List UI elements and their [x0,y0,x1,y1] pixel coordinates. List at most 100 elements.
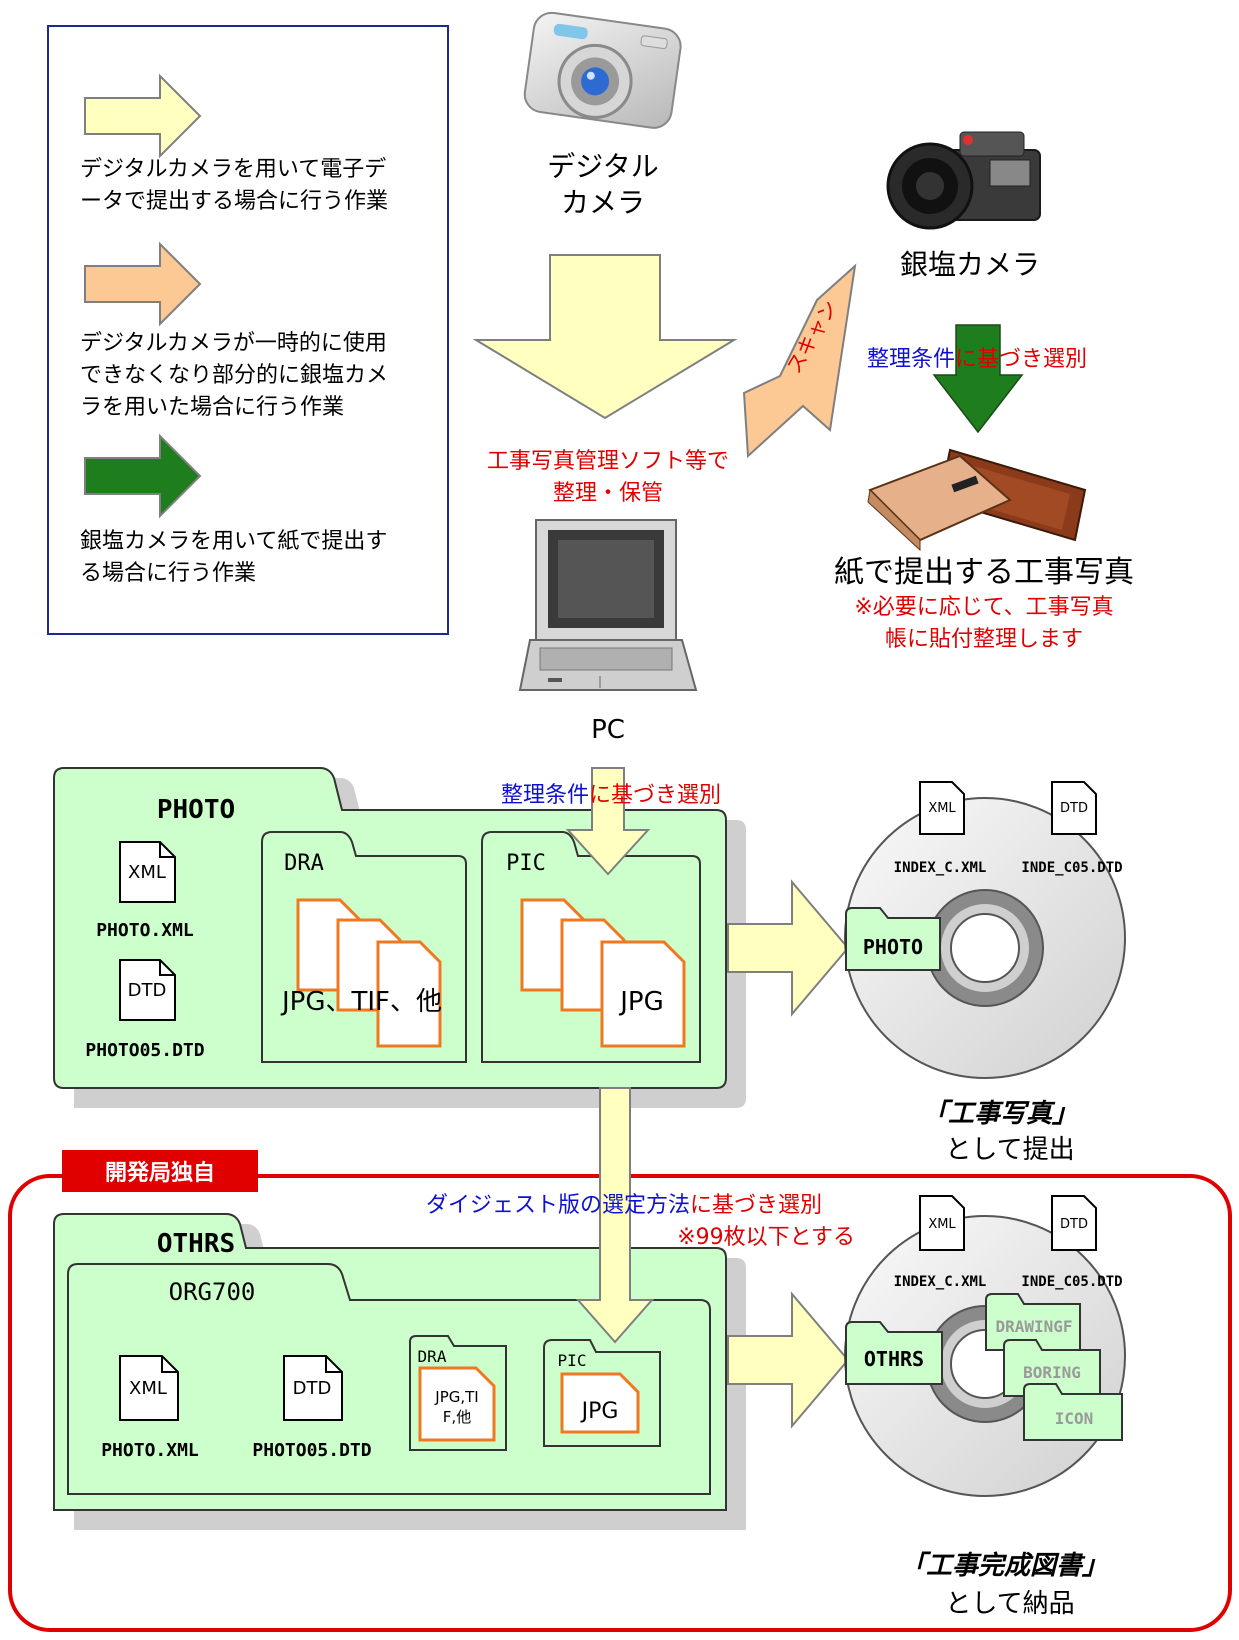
digital-to-pc-arrow-icon [472,254,738,420]
legend-text-line1: デジタルカメラを用いて電子デ [80,157,386,182]
pc-label: PC [591,715,625,745]
org-pic-folder-label: PIC [558,1351,587,1370]
film-to-paper-arrow-icon [932,324,1024,434]
dev-bureau-badge-label: 開発局独自 [105,1160,215,1186]
legend-text-line1: デジタルカメラが一時的に使用 [80,331,387,356]
othrs-folder: OTHRS ORG700 XML PHOTO.XML DTD PHOTO05.D… [53,1213,746,1530]
legend-text-line3: ラを用いた場合に行う作業 [80,395,344,420]
paper-photo-note-line1: ※必要に応じて、工事写真 [854,595,1113,620]
cd2-xml-icon-label: XML [928,1217,956,1232]
digest-select-part-a: ダイジェスト版の選定方法 [426,1193,690,1218]
cd-dtd-file-icon: DTD [1051,781,1097,835]
othrs-submit-subtitle: として納品 [945,1589,1074,1619]
film-camera-icon [886,131,1041,230]
legend-item-film: 銀塩カメラを用いて紙で提出す る場合に行う作業 [80,433,387,586]
digital-camera-label-line2: カメラ [561,186,645,219]
photo-folder: PHOTO XML PHOTO.XML DTD PHOTO05.DTD DRA … [53,767,746,1108]
cd2-dtd-filename: INDE_C05.DTD [1021,1274,1122,1290]
film-select-part-b: に基づき選別 [955,347,1087,372]
photo-xml-filename: PHOTO.XML [96,920,194,941]
othrs-submit-title: 「工事完成図書」 [900,1551,1108,1581]
photo-dtd-icon-label: DTD [128,980,167,1001]
paper-photo-title: 紙で提出する工事写真 [834,555,1134,590]
org-pic-files-label: JPG [580,1399,619,1424]
cd2-drawingf-folder-icon: DRAWINGF [985,1293,1081,1351]
org-folder-label: ORG700 [169,1278,256,1306]
pc-laptop-icon [518,519,698,691]
cd-xml-icon-label: XML [928,801,956,816]
legend-text-line1: 銀塩カメラを用いて紙で提出す [80,529,387,554]
org-xml-icon-label: XML [129,1378,167,1399]
legend-text-line2: る場合に行う作業 [80,561,256,586]
legend-arrow-green-icon [84,433,202,519]
photo-dtd-filename: PHOTO05.DTD [85,1040,204,1061]
cd2-othrs-folder-icon: OTHRS [845,1321,943,1385]
cd2-boring-label: BORING [1023,1363,1081,1382]
cd-index-xml-file-icon: XML [919,781,965,835]
software-label-line2: 整理・保管 [553,481,663,506]
dra-folder-label: DRA [284,851,324,876]
legend-text-line2: できなくなり部分的に銀塩カメ [80,363,388,388]
digest-select-part-b: に基づき選別 [690,1193,822,1218]
digest-select-label: ダイジェスト版の選定方法に基づき選別 [426,1193,822,1218]
org-dra-folder-label: DRA [418,1347,447,1366]
legend-text-line2: ータで提出する場合に行う作業 [80,189,388,214]
legend-item-digital: デジタルカメラを用いて電子デ ータで提出する場合に行う作業 [80,73,388,214]
digest-note-label: ※99枚以下とする [677,1225,855,1250]
photo-submit-title: 「工事写真」 [922,1099,1078,1129]
film-camera-label: 銀塩カメラ [900,248,1040,281]
pc-to-pic-arrow-icon [565,767,651,876]
cd-dtd-icon-label: DTD [1060,801,1088,816]
legend-item-partial-film: デジタルカメラが一時的に使用 できなくなり部分的に銀塩カメ ラを用いた場合に行う… [80,241,388,420]
photo-cd-icon [844,797,1126,1079]
paper-photo-note-line2: 帳に貼付整理します [885,627,1083,652]
pic-files-label: JPG [618,987,664,1017]
pic-folder: PIC JPG [481,831,701,1063]
cd2-index-xml-file-icon: XML [919,1195,965,1251]
org-xml-file-icon: XML [119,1355,179,1421]
org-dtd-filename: PHOTO05.DTD [252,1440,371,1461]
org-pic-folder: PIC JPG [543,1339,661,1447]
legend-arrow-orange-icon [84,241,202,327]
photo-to-cd-arrow-icon [727,879,850,1017]
cd2-boring-folder-icon: BORING [1003,1339,1101,1397]
software-label-line1: 工事写真管理ソフト等で [487,449,729,474]
digital-camera-icon [523,11,682,129]
cd-photo-folder-icon: PHOTO [845,907,941,971]
org-dtd-icon-label: DTD [293,1378,332,1399]
othrs-to-cd-arrow-icon [727,1291,850,1429]
org-dtd-file-icon: DTD [283,1355,343,1421]
photo-folder-label: PHOTO [157,795,235,825]
dra-folder: DRA JPG、TIF、他 [261,831,467,1063]
cd2-icon-folder-icon: ICON [1023,1383,1123,1441]
cd-dtd-filename: INDE_C05.DTD [1021,860,1122,876]
film-select-label: 整理条件に基づき選別 [867,347,1087,372]
photo-xml-icon-label: XML [128,862,166,883]
org-dra-files-line2: F,他 [443,1408,471,1426]
org-dra-files-line1: JPG,TI [434,1388,478,1406]
middle-select-part-a: 整理条件 [501,783,589,808]
othrs-folder-label: OTHRS [157,1229,235,1259]
org-xml-filename: PHOTO.XML [101,1440,199,1461]
cd2-dtd-icon-label: DTD [1060,1217,1088,1232]
cd2-xml-filename: INDEX_C.XML [894,1274,987,1290]
middle-select-label: 整理条件に基づき選別 [501,783,721,808]
legend-box: デジタルカメラを用いて電子デ ータで提出する場合に行う作業 デジタルカメラが一時… [47,25,449,635]
cd-xml-filename: INDEX_C.XML [894,860,987,876]
cd2-drawingf-label: DRAWINGF [995,1317,1072,1336]
photo-submit-subtitle: として提出 [945,1135,1074,1165]
film-select-part-a: 整理条件 [867,347,955,372]
photo-dtd-file-icon: DTD [119,959,176,1021]
scan-arrow-icon [742,263,857,459]
pic-to-digest-arrow-icon [575,1087,655,1344]
cd2-othrs-folder-label: OTHRS [864,1347,924,1371]
photo-xml-file-icon: XML [119,841,176,903]
digital-camera-label-line1: デジタル [547,150,658,183]
dev-bureau-badge: 開発局独自 [62,1150,258,1192]
cd2-dtd-file-icon: DTD [1051,1195,1097,1251]
legend-arrow-yellow-icon [84,73,202,159]
pic-folder-label: PIC [506,851,546,876]
photo-album-icon [867,448,1087,552]
middle-select-part-b: に基づき選別 [589,783,721,808]
